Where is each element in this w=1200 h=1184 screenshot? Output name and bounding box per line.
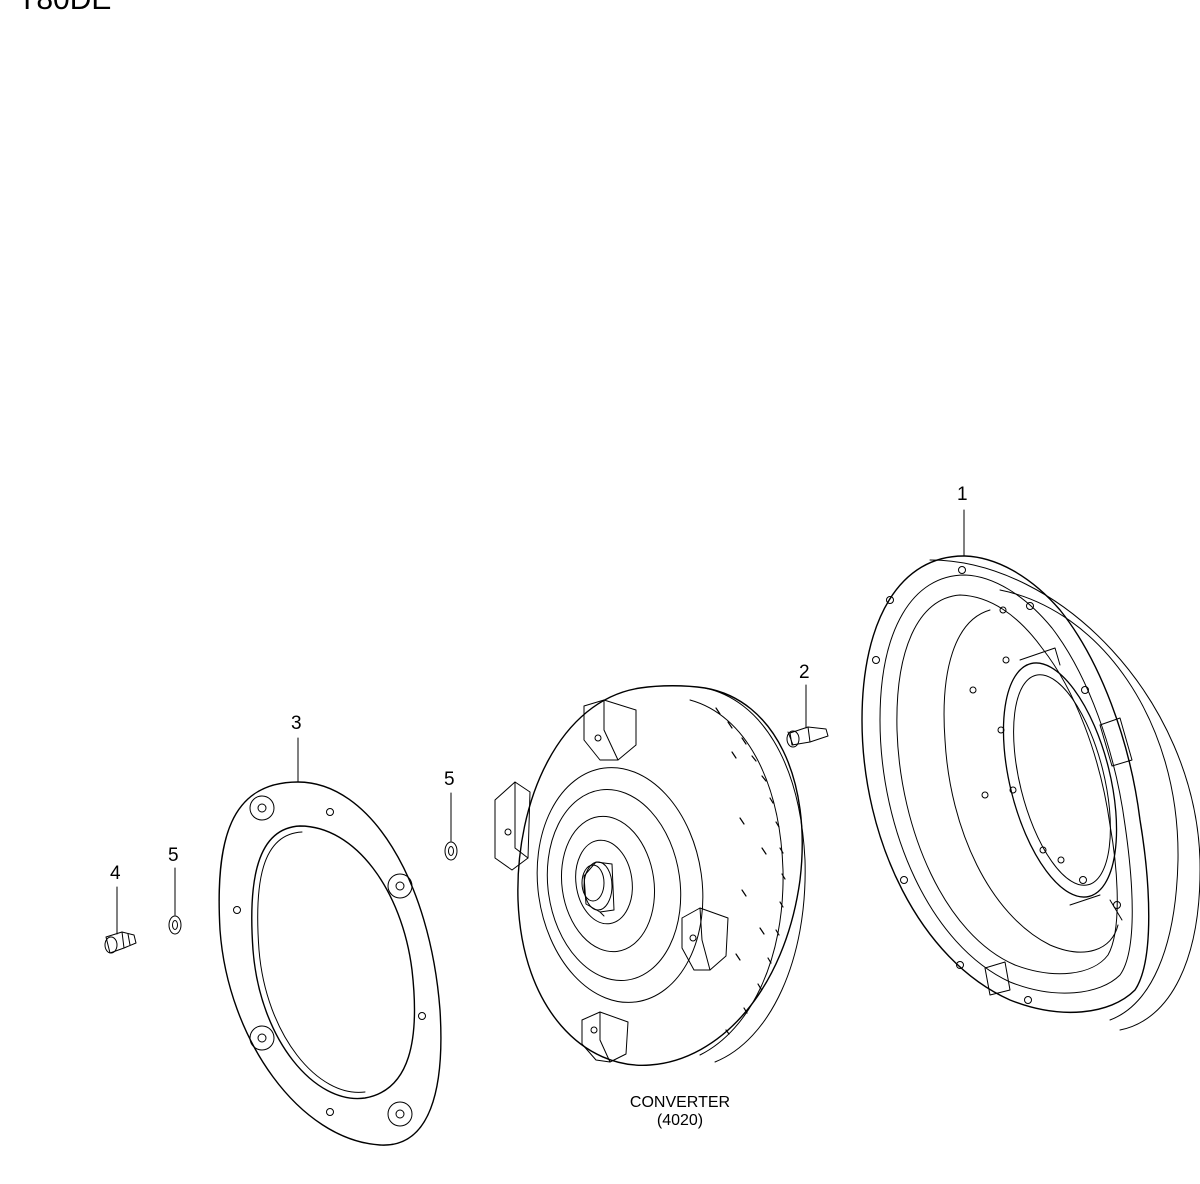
callout-5-upper: 5	[444, 769, 455, 790]
diagram-title: T80DE	[18, 0, 111, 18]
torque-converter	[494, 685, 806, 1066]
callout-1: 1	[957, 484, 968, 505]
callout-2: 2	[799, 662, 810, 683]
callout-3: 3	[291, 713, 302, 734]
gasket-plate-3	[218, 737, 442, 1146]
bolt-4	[104, 886, 137, 954]
washer-5-lower	[168, 867, 182, 935]
bolt-2	[786, 684, 829, 748]
converter-housing	[861, 509, 1200, 1031]
callout-5-lower: 5	[168, 845, 179, 866]
callout-4: 4	[110, 863, 121, 884]
converter-code: (4020)	[656, 1112, 704, 1129]
washer-5-upper	[444, 792, 458, 861]
converter-caption: CONVERTER (4020)	[610, 1094, 750, 1130]
converter-name: CONVERTER	[629, 1094, 731, 1111]
